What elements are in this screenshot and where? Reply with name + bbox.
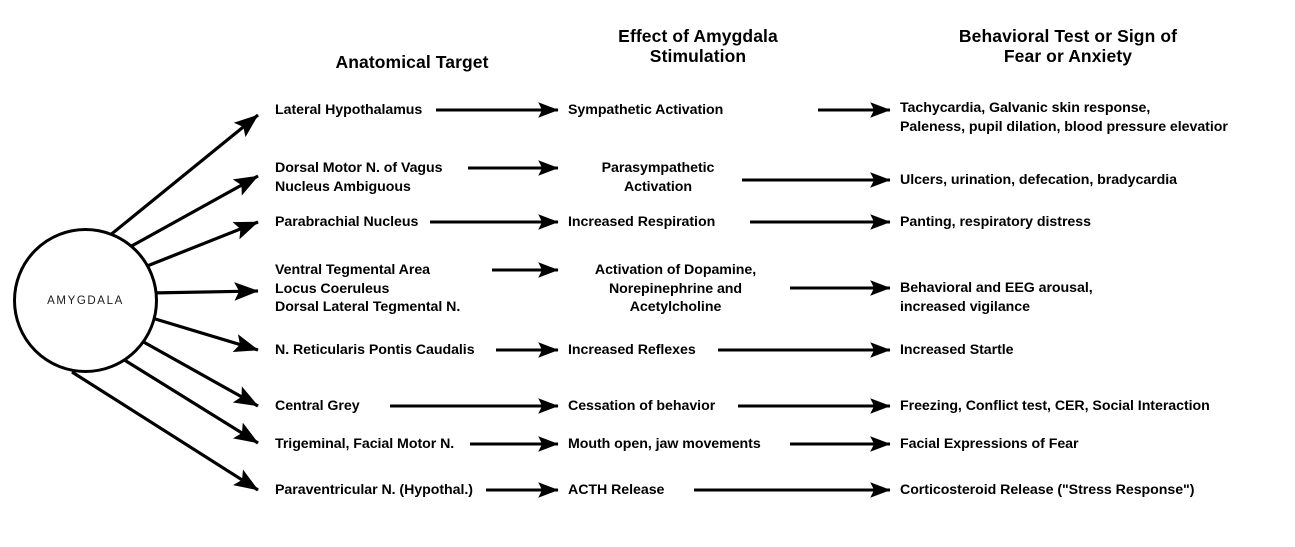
anatomical-target-4: Ventral Tegmental Area Locus Coeruleus D… — [275, 262, 461, 315]
effect-4: Activation of Dopamine, Norepinephrine a… — [594, 262, 757, 315]
effect-5: Increased Reflexes — [568, 342, 696, 358]
behavioral-3: Panting, respiratory distress — [900, 214, 1091, 230]
effect-7: Mouth open, jaw movements — [568, 436, 761, 452]
anatomical-target-6: Central Grey — [275, 398, 360, 414]
effect-2: Parasympathetic Activation — [601, 160, 715, 195]
effect-to-behavior-arrows — [694, 102, 891, 498]
behavioral-2: Ulcers, urination, defecation, bradycard… — [900, 172, 1178, 188]
anatomical-target-7: Trigeminal, Facial Motor N. — [275, 436, 455, 452]
fan-arrow-7 — [117, 354, 259, 445]
behavioral-7: Facial Expressions of Fear — [900, 436, 1079, 452]
fan-arrow-5 — [151, 316, 259, 353]
target-to-effect-arrows — [390, 102, 559, 498]
amygdala-node: AMYGDALA — [13, 228, 158, 373]
column-header-behavioral-test: Behavioral Test or Sign of Fear or Anxie… — [958, 26, 1178, 66]
fan-arrow-1 — [96, 113, 260, 247]
effect-1: Sympathetic Activation — [568, 102, 724, 118]
anatomical-target-1: Lateral Hypothalamus — [275, 102, 423, 118]
anatomical-target-2: Dorsal Motor N. of Vagus Nucleus Ambiguo… — [275, 160, 443, 195]
amygdala-label: AMYGDALA — [47, 294, 124, 307]
anatomical-target-3: Parabrachial Nucleus — [275, 214, 419, 230]
effect-3: Increased Respiration — [568, 214, 716, 230]
fan-arrow-8 — [71, 370, 259, 492]
behavioral-8: Corticosteroid Release ("Stress Response… — [900, 482, 1195, 498]
column-header-effect-of-amygdala-stimulation: Effect of Amygdala Stimulation — [618, 26, 778, 66]
amygdala-fan-arrows — [71, 113, 260, 492]
effect-6: Cessation of behavior — [568, 398, 716, 414]
fan-arrow-2 — [109, 174, 259, 260]
fan-arrow-6 — [139, 338, 259, 408]
behavioral-5: Increased Startle — [900, 342, 1014, 358]
fan-arrow-3 — [131, 220, 259, 274]
behavioral-1: Tachycardia, Galvanic skin response, Pal… — [900, 100, 1228, 135]
fan-arrow-4 — [149, 282, 259, 301]
behavioral-6: Freezing, Conflict test, CER, Social Int… — [900, 398, 1210, 414]
anatomical-target-8: Paraventricular N. (Hypothal.) — [275, 482, 473, 498]
effect-8: ACTH Release — [568, 482, 665, 498]
column-header-anatomical-target: Anatomical Target — [335, 52, 489, 72]
behavioral-4: Behavioral and EEG arousal, increased vi… — [900, 280, 1093, 315]
anatomical-target-5: N. Reticularis Pontis Caudalis — [275, 342, 475, 358]
